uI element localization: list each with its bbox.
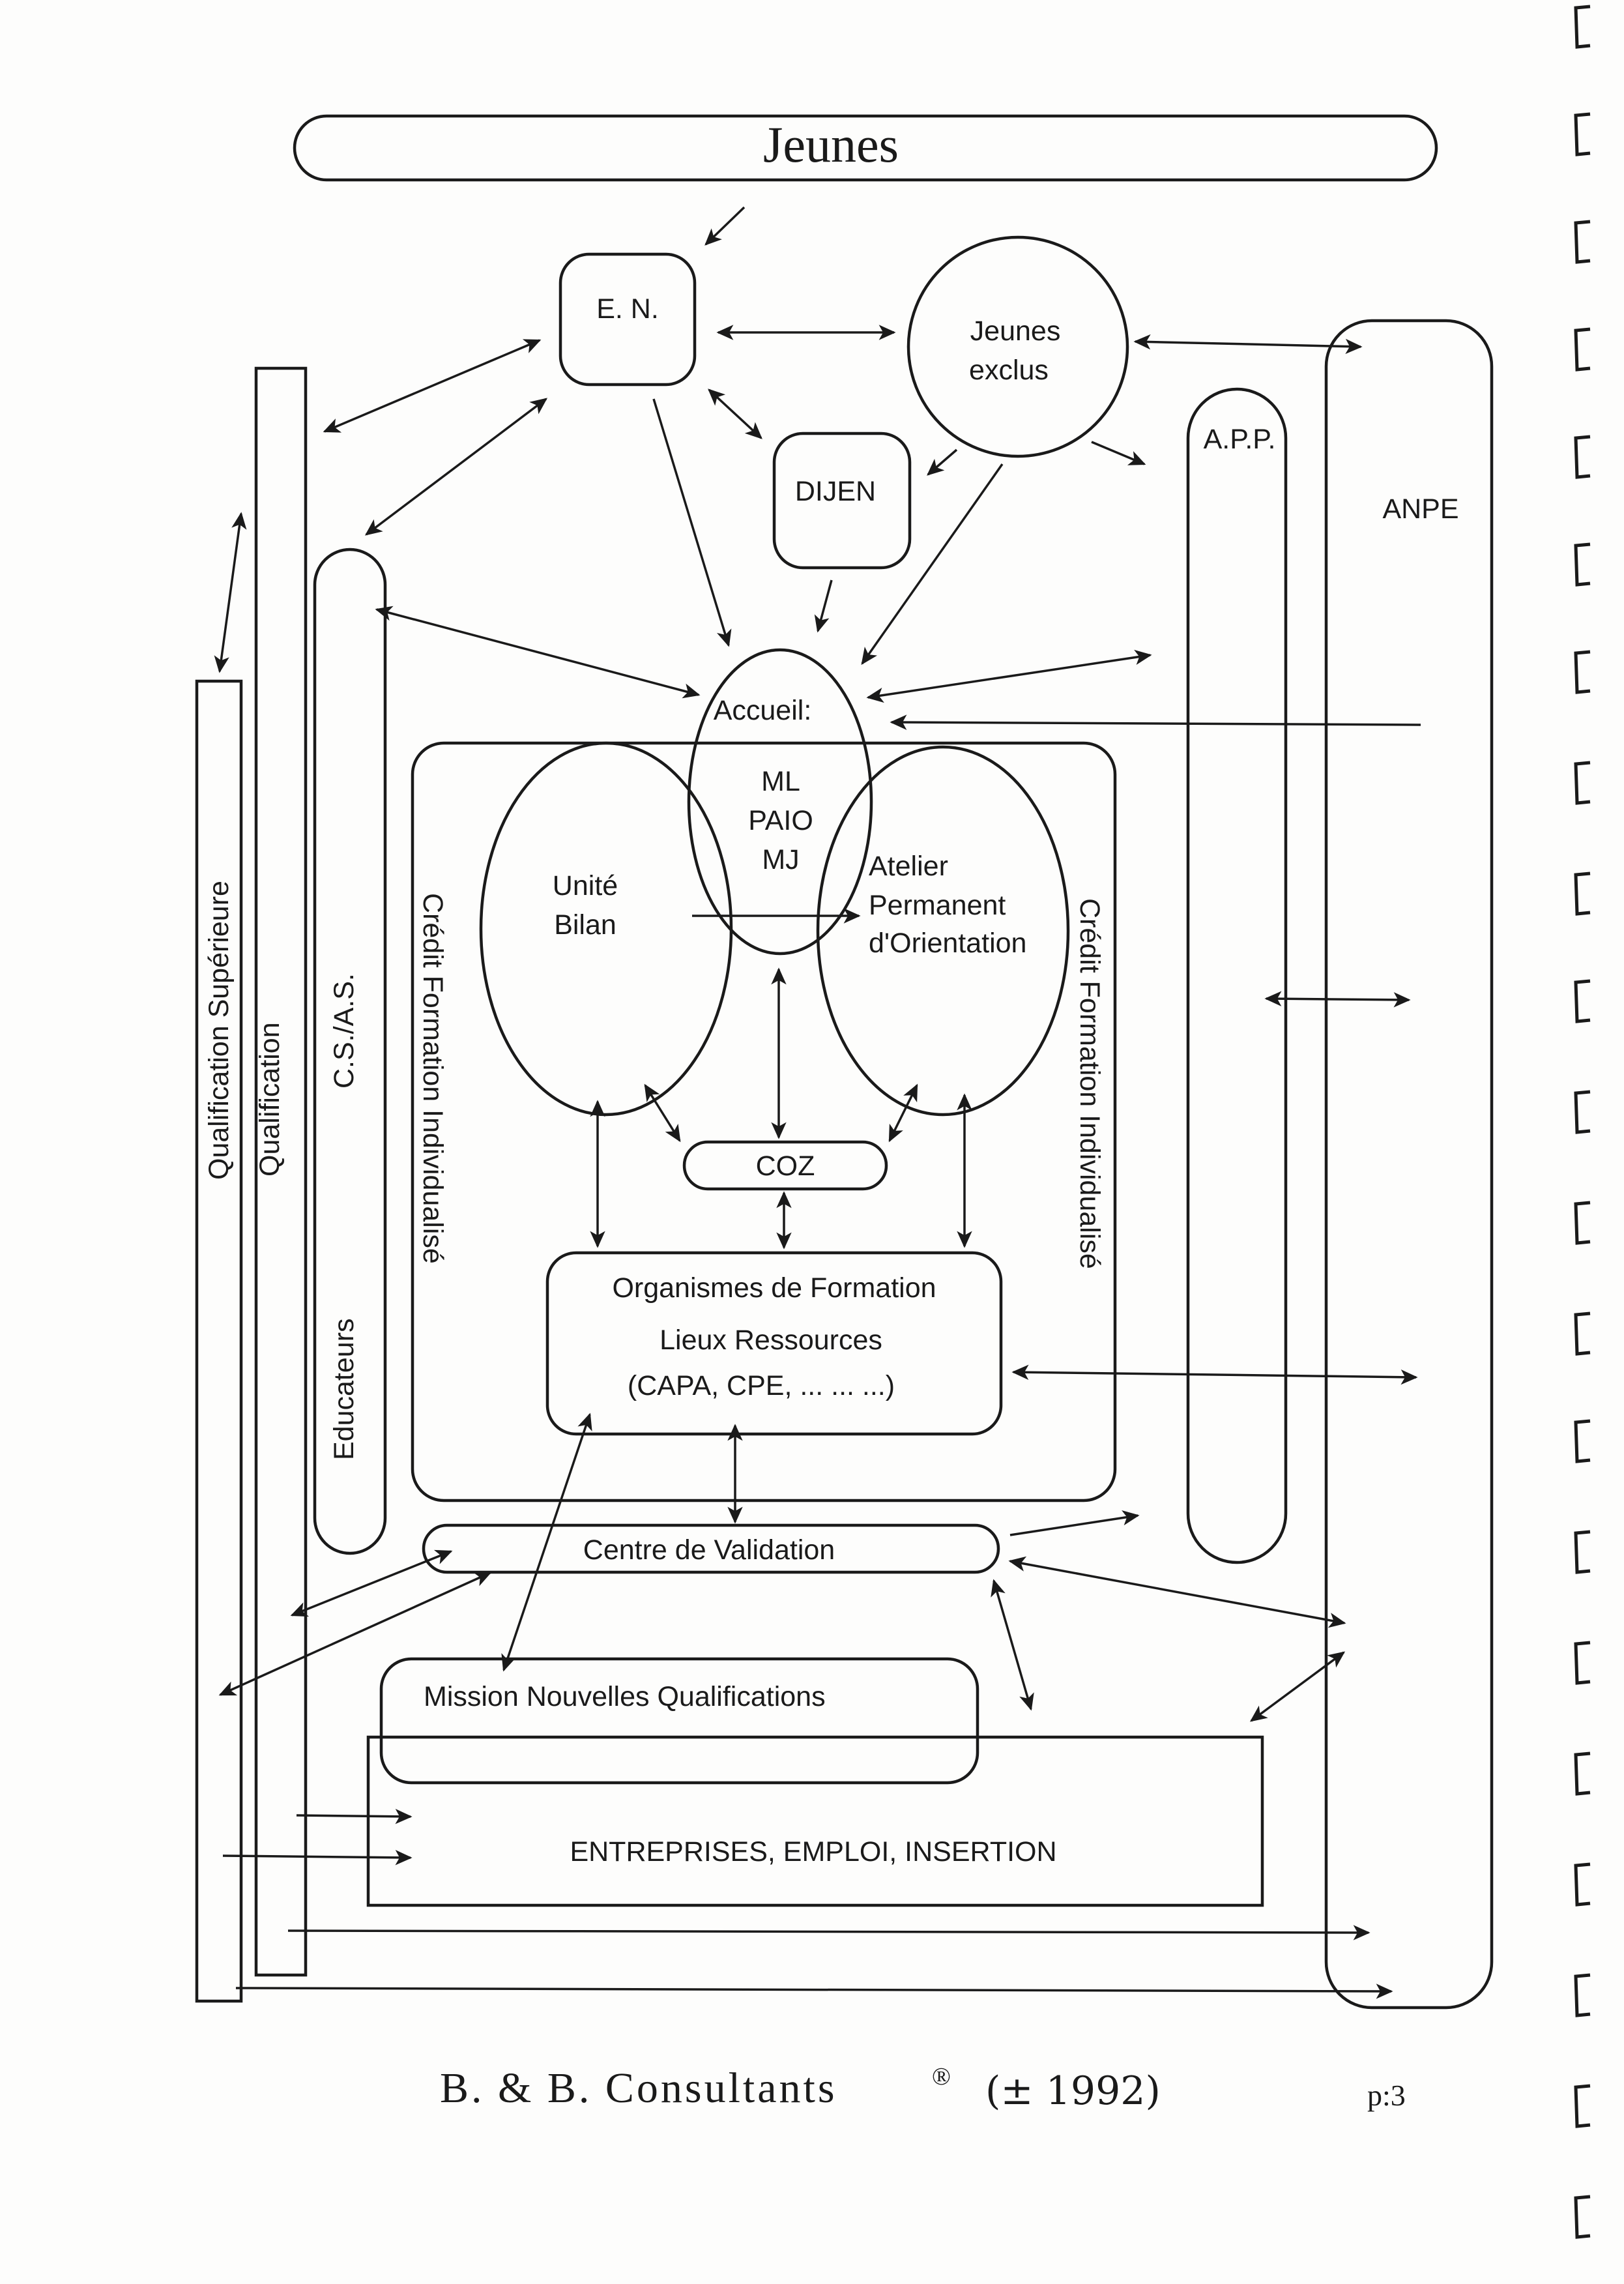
unite-label: Unité — [553, 870, 618, 901]
jeunes-exclus-label-2: exclus — [969, 355, 1049, 386]
credit-formation-frame — [411, 741, 1117, 1502]
credit-left-label: Crédit Formation Individualisé — [417, 893, 448, 1264]
jeunes-title: Jeunes — [763, 116, 899, 173]
paio-label: PAIO — [748, 805, 813, 836]
qualification-superieure-bar — [195, 679, 243, 2003]
atelier-label-3: d'Orientation — [869, 928, 1026, 959]
organismes-label-3: (CAPA, CPE, ... ... ...) — [628, 1370, 895, 1401]
footer-company: B. & B. Consultants — [440, 2064, 837, 2112]
organismes-box — [545, 1251, 1003, 1436]
jeunes-exclus-circle — [906, 235, 1129, 458]
app-pill — [1186, 387, 1288, 1564]
arrows — [214, 206, 1421, 1999]
dijen-box — [772, 432, 912, 570]
jeunes-exclus-label-1: Jeunes — [970, 315, 1061, 347]
qualification-label: Qualification — [254, 1022, 285, 1177]
en-label: E. N. — [596, 293, 659, 325]
footer-page-number: p:3 — [1367, 2079, 1406, 2112]
footer-trademark: ® — [932, 2063, 951, 2090]
coz-box — [682, 1140, 888, 1191]
qualification-bar — [254, 366, 308, 1977]
accueil-ellipse — [687, 648, 873, 956]
coz-label: COZ — [756, 1150, 815, 1182]
csas-label: C.S./A.S. — [328, 973, 360, 1089]
app-label: A.P.P. — [1204, 424, 1276, 455]
organismes-label-1: Organismes de Formation — [612, 1272, 936, 1304]
anpe-label: ANPE — [1382, 493, 1458, 525]
mission-box — [379, 1657, 979, 1785]
atelier-label-1: Atelier — [869, 851, 948, 882]
bilan-label: Bilan — [554, 909, 616, 941]
mission-label: Mission Nouvelles Qualifications — [424, 1681, 826, 1712]
accueil-label: Accueil: — [714, 695, 812, 726]
educateurs-label: Educateurs — [328, 1318, 360, 1460]
dijen-label: DIJEN — [795, 476, 876, 507]
entreprises-box — [366, 1735, 1264, 1907]
atelier-label-2: Permanent — [869, 890, 1006, 921]
credit-right-label: Crédit Formation Individualisé — [1074, 898, 1105, 1269]
entreprises-label: ENTREPRISES, EMPLOI, INSERTION — [570, 1836, 1056, 1867]
jeunes-bar — [293, 114, 1438, 182]
en-box — [558, 252, 697, 387]
footer-handwritten-note: (± 1992) — [985, 2068, 1161, 2114]
anpe-pill — [1324, 319, 1494, 2010]
binder-rings — [1574, 5, 1591, 2239]
centre-validation-box — [422, 1523, 1000, 1574]
centre-validation-label: Centre de Validation — [583, 1534, 835, 1566]
ml-label: ML — [761, 766, 800, 797]
atelier-ellipse — [816, 745, 1070, 1117]
mj-label: MJ — [762, 844, 799, 875]
qualification-superieure-label: Qualification Supérieure — [203, 881, 235, 1180]
organismes-label-2: Lieux Ressources — [660, 1325, 882, 1356]
